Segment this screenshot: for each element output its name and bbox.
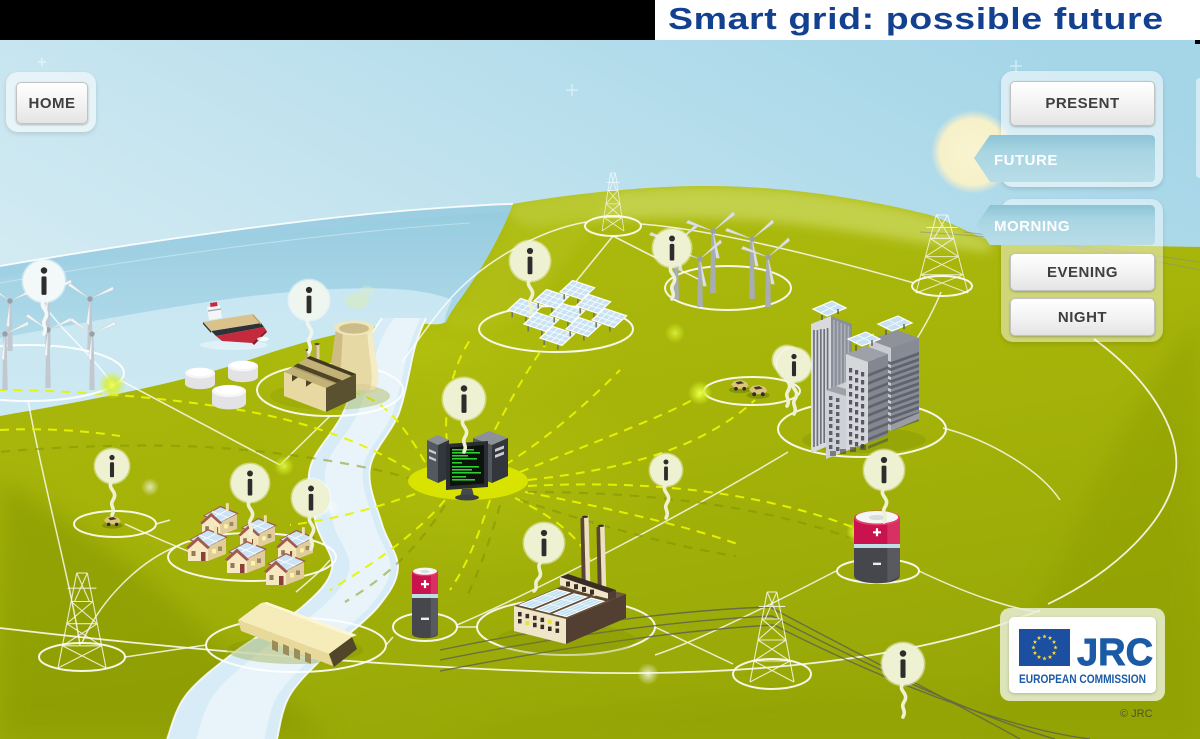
svg-text:MORNING: MORNING: [994, 218, 1070, 235]
svg-text:FUTURE: FUTURE: [994, 152, 1058, 169]
svg-text:JRC: JRC: [1077, 632, 1153, 674]
svg-text:EUROPEAN COMMISSION: EUROPEAN COMMISSION: [1019, 674, 1146, 686]
